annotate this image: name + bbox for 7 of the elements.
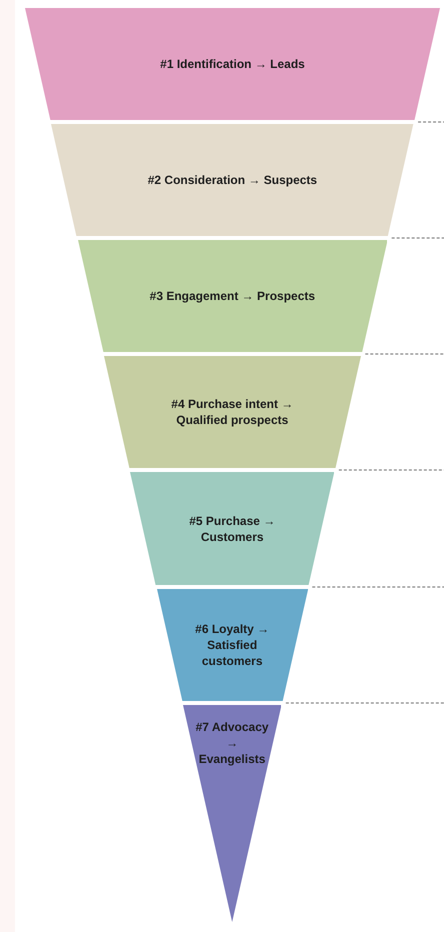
- stage-label: #6 Loyalty → Satisfied customers: [194, 621, 270, 669]
- stage-label: #2 Consideration → Suspects: [148, 172, 318, 188]
- stage-label: #5 Purchase → Customers: [188, 512, 276, 544]
- stage-label: #1 Identification → Leads: [160, 56, 305, 72]
- stage-label: #3 Engagement → Prospects: [150, 288, 316, 304]
- stage-label: #7 Advocacy → Evangelists: [194, 719, 270, 767]
- stage-label: #4 Purchase intent → Qualified prospects: [170, 396, 294, 428]
